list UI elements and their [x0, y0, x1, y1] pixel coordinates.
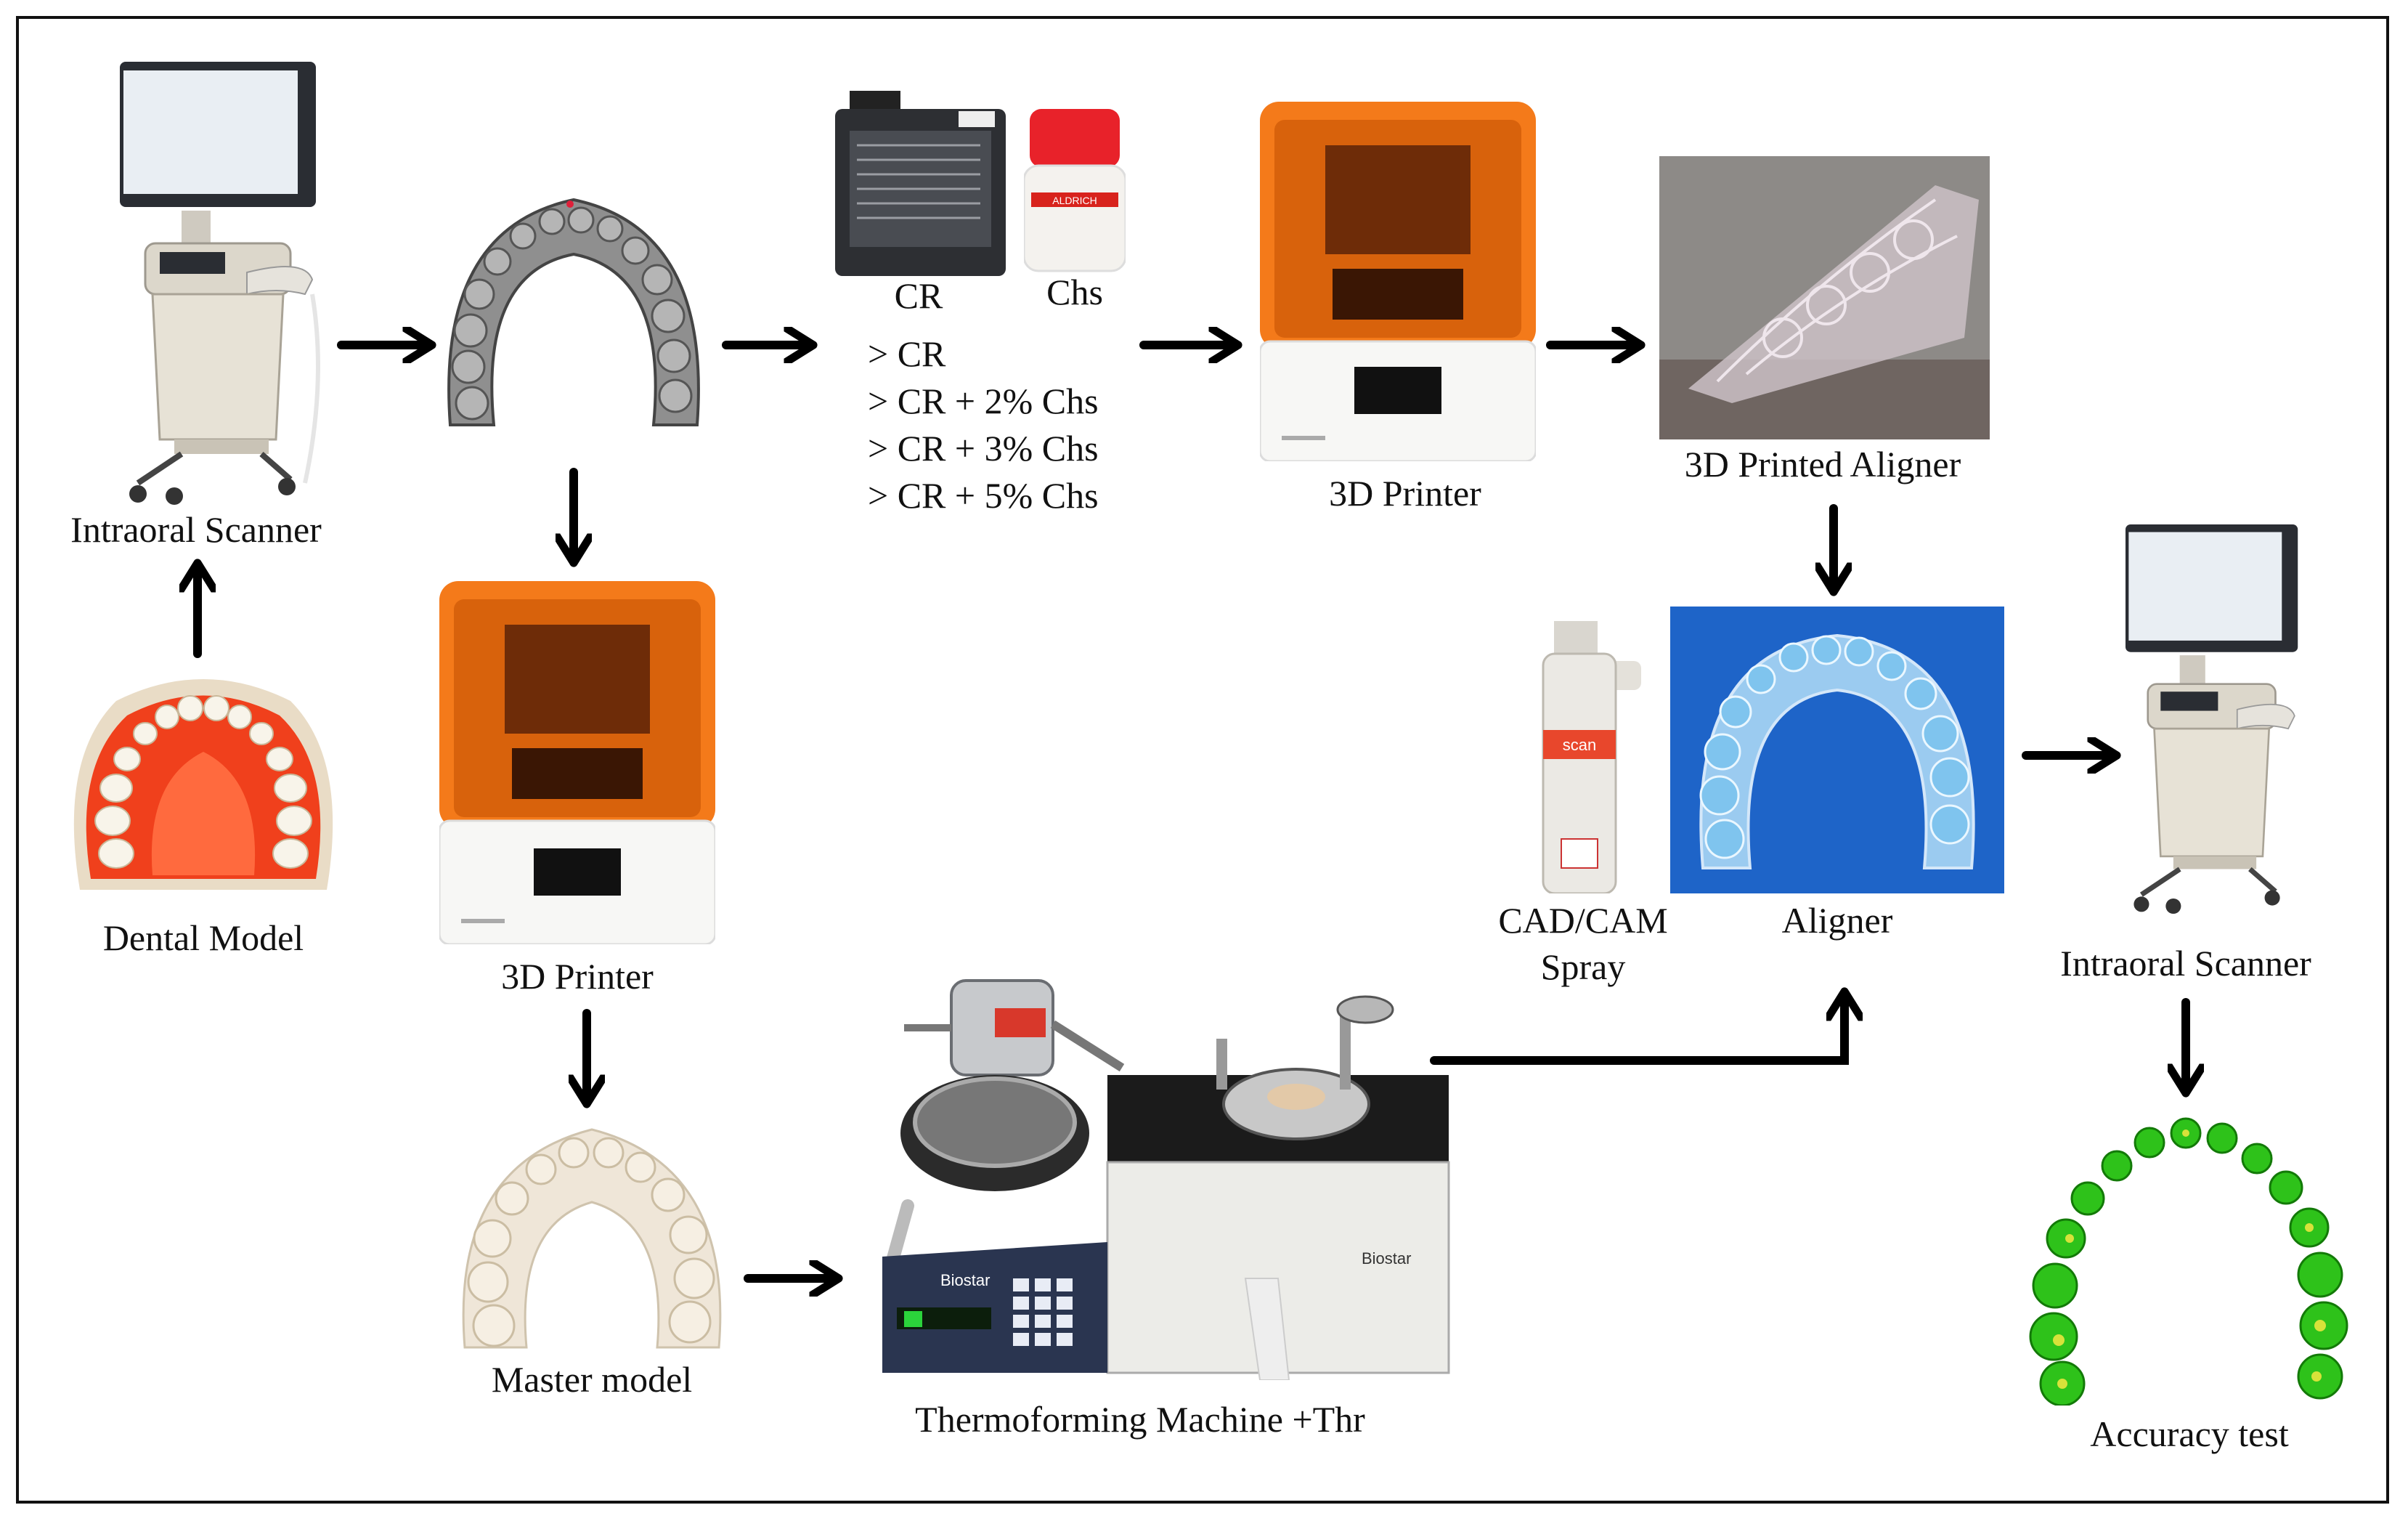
aligner-label: Aligner [1781, 900, 1893, 941]
cadcam-label-line1: CAD/CAM [1498, 900, 1668, 941]
diagram-frame [16, 16, 2389, 1504]
cadcam-label-line2: Spray [1540, 946, 1626, 987]
powder-jar-icon: ALDRICH [1024, 109, 1126, 272]
dental-model-label: Dental Model [102, 917, 304, 958]
3d-printer-label-2: 3D Printer [1329, 473, 1481, 514]
master-model-label: Master model [491, 1359, 693, 1400]
intraoral-scanner-icon [2125, 524, 2298, 914]
resin-bottle-icon [835, 91, 1006, 276]
accuracy-heatmap-icon [2029, 1117, 2348, 1406]
formulation-4: > CR + 5% Chs [868, 475, 1099, 516]
formulation-2: > CR + 2% Chs [868, 381, 1099, 421]
spray-can-icon: scan [1542, 621, 1641, 893]
formulation-3: > CR + 3% Chs [868, 428, 1099, 469]
resin-bottle-brand: ALDRICH [1052, 195, 1097, 206]
aligner-photo-icon [1670, 607, 2004, 893]
intraoral-scanner-label: Intraoral Scanner [70, 509, 322, 550]
printed-aligner-label: 3D Printed Aligner [1684, 444, 1961, 484]
thermoforming-machine-icon: Biostar Biostar [882, 979, 1450, 1380]
intraoral-scanner-icon [120, 62, 320, 505]
thermoformer-brand-base: Biostar [1362, 1249, 1411, 1268]
accuracy-test-label: Accuracy test [2090, 1413, 2289, 1454]
3d-printer-icon [439, 581, 715, 944]
3d-printer-label-1: 3D Printer [501, 956, 654, 997]
master-model-icon [462, 1128, 722, 1349]
3d-printer-icon [1260, 102, 1536, 461]
arrow-thermoformer-to-aligner [1430, 995, 1844, 1065]
thermoforming-label: Thermoforming Machine +Thr [915, 1399, 1365, 1440]
intraoral-scanner-label-2: Intraoral Scanner [2060, 943, 2311, 983]
resin-cr-label: CR [894, 275, 943, 316]
dental-model-icon [73, 679, 333, 890]
formulation-1: > CR [868, 333, 946, 374]
printed-aligner-icon [1659, 156, 1990, 439]
spray-brand: scan [1563, 736, 1596, 754]
thermoformer-brand-panel: Biostar [940, 1271, 990, 1289]
dental-arch-scan-icon [447, 198, 700, 426]
powder-chs-label: Chs [1046, 272, 1103, 312]
